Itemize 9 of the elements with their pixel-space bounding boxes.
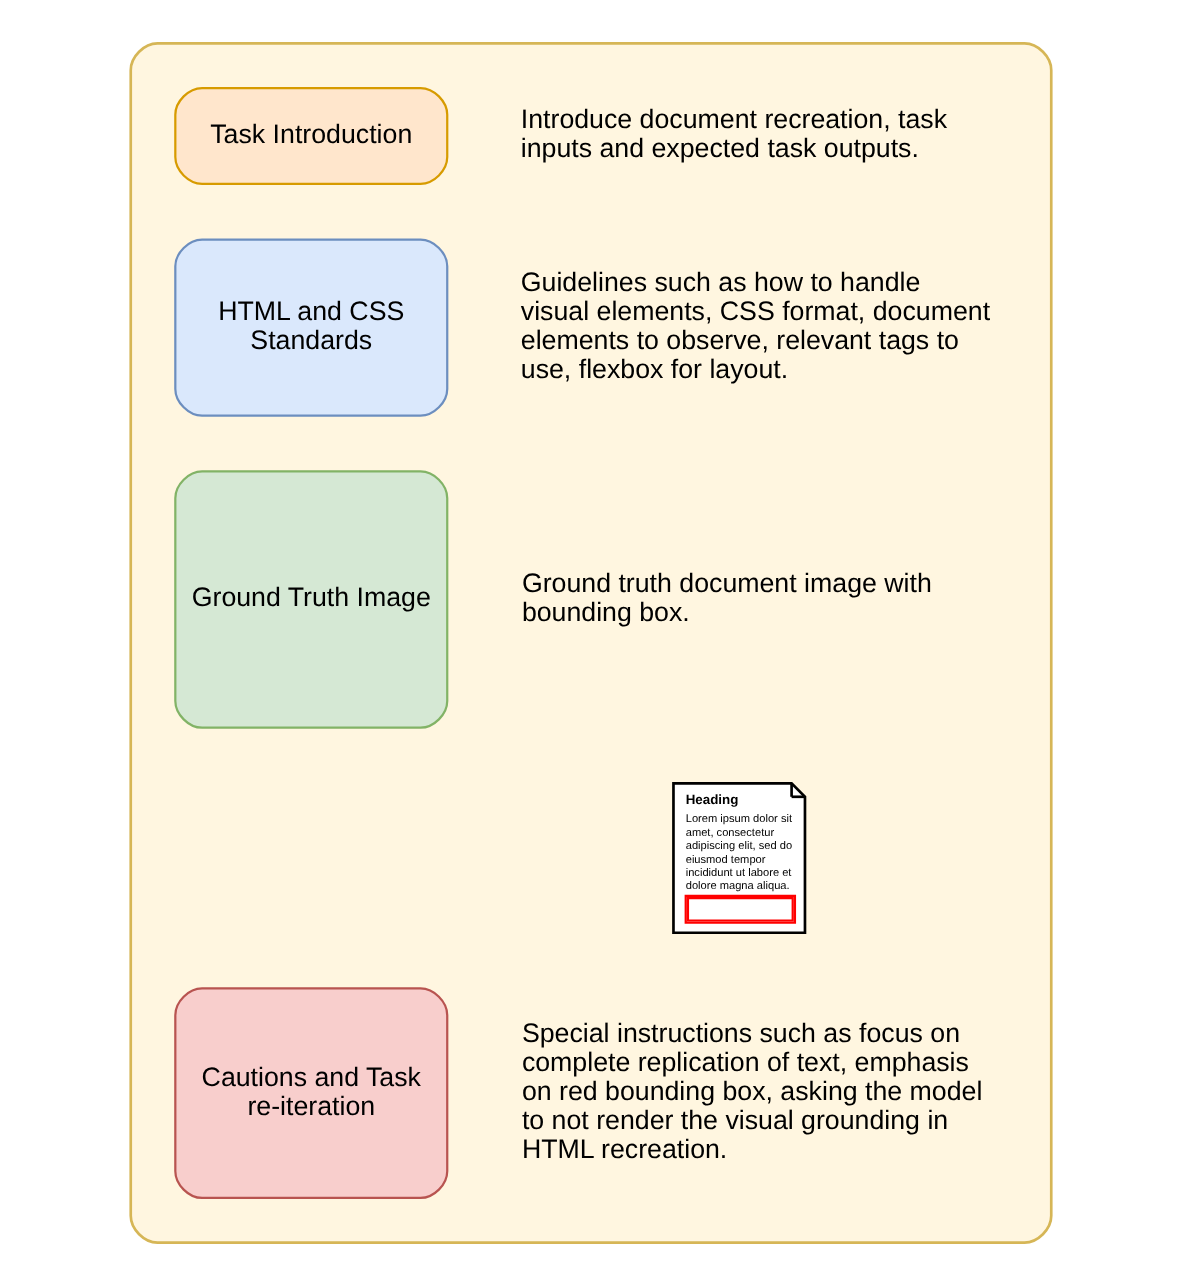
- node-label: Guidelines such as how to handle visual elements, CSS format, document elements to observe, relevant tags to use, flexbox for layout.: [519, 267, 990, 384]
- node-box: Cautions and Task re-iteration: [173, 987, 448, 1200]
- node-label: Special instructions such as focus on complete replication of text, emphasis on red bounding box, asking the model to not render the visual grounding in HTML recreation.: [520, 1018, 982, 1165]
- node-label: Ground truth document image with bounding box.: [520, 567, 931, 627]
- node-box: Task Introduction: [173, 86, 448, 185]
- node-box: Ground Truth Image: [173, 470, 448, 729]
- node-label: Introduce document recreation, task inputs and expected task outputs.: [519, 104, 947, 164]
- cluster: [128, 42, 1052, 1244]
- node-box: HTML and CSS Standards: [173, 238, 448, 417]
